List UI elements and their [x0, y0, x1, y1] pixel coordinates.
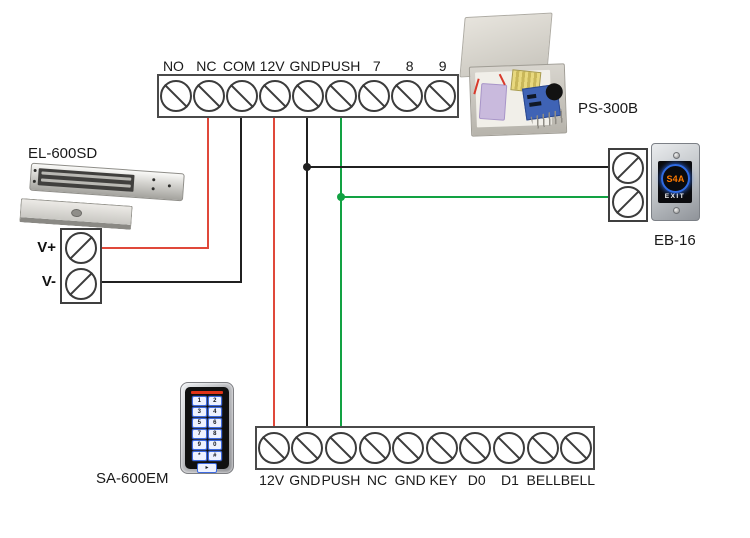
- screw-terminal: [257, 432, 290, 464]
- screw-terminal: [291, 432, 324, 464]
- exit-button-terminal-block: [608, 148, 648, 222]
- keypad-key: 3: [192, 407, 207, 417]
- screw-terminal: [492, 432, 525, 464]
- keypad-led-strip: [191, 391, 223, 394]
- keypad-bell-key: ▸: [197, 463, 217, 473]
- screw-terminal: [459, 432, 492, 464]
- lock-terminal-block: [60, 228, 102, 304]
- keypad-key: 0: [207, 440, 222, 450]
- power-supply-label: PS-300B: [578, 100, 639, 117]
- terminal-label-9: 9: [438, 58, 447, 74]
- terminal-label-nc: NC: [196, 58, 217, 74]
- terminal-label-d1: D1: [500, 472, 519, 488]
- keypad-keys: 1 2 3 4 5 6 7 8 9 0 * #: [192, 396, 222, 461]
- terminal-label-key: KEY: [429, 472, 458, 488]
- terminal-label-bell2: BELL: [560, 472, 596, 488]
- terminal-label-push: PUSH: [321, 58, 361, 74]
- screw-terminal: [325, 80, 358, 112]
- keypad-label: SA-600EM: [96, 470, 169, 487]
- keypad-key: #: [207, 451, 222, 461]
- wire-nc-to-vplus-horizontal: [96, 247, 209, 249]
- keypad-terminal-block: 12V GND PUSH NC GND KEY D0 D1 BELL BELL: [255, 426, 595, 489]
- keypad-key: *: [192, 451, 207, 461]
- keypad-key: 2: [207, 396, 222, 406]
- keypad-panel: 1 2 3 4 5 6 7 8 9 0 * # ▸: [185, 387, 229, 473]
- maglock-armature-plate: [19, 198, 133, 230]
- keypad-key: 9: [192, 440, 207, 450]
- screw-terminal: [425, 432, 458, 464]
- keypad-key: 6: [207, 418, 222, 428]
- screw-terminal: [526, 432, 559, 464]
- keypad-terminal-labels: 12V GND PUSH NC GND KEY D0 D1 BELL BELL: [255, 473, 595, 489]
- maglock-magnet-face: [37, 168, 135, 192]
- wire-gnd-vertical: [306, 114, 308, 432]
- screw-terminal: [612, 152, 644, 184]
- screw-terminal: [560, 432, 593, 464]
- keypad-key: 1: [192, 396, 207, 406]
- exit-button-image: S4A EXIT: [651, 143, 700, 221]
- keypad-key: 4: [207, 407, 222, 417]
- exit-button-brand: S4A: [666, 173, 685, 184]
- wire-push-to-exit-button: [340, 196, 616, 198]
- label-vplus: V+: [37, 239, 56, 256]
- screw-terminal: [159, 80, 192, 112]
- capacitor: [544, 82, 564, 102]
- keypad-key: 5: [192, 418, 207, 428]
- screw-terminal: [358, 432, 391, 464]
- wire-com-to-vminus-vertical: [240, 114, 242, 283]
- power-supply-box: [468, 63, 568, 137]
- junction-dot-gnd: [303, 163, 311, 171]
- terminal-label-no: NO: [162, 58, 184, 74]
- terminal-label-com: COM: [222, 58, 256, 74]
- screw-terminal: [391, 80, 424, 112]
- screw-terminal: [612, 186, 644, 218]
- screw-terminal: [192, 80, 225, 112]
- accessory-bag: [478, 83, 508, 121]
- terminal-label-7: 7: [372, 58, 381, 74]
- screw-terminal-vminus: [65, 268, 97, 300]
- wire-com-to-vminus-horizontal: [96, 281, 242, 283]
- maglock-body: [29, 162, 185, 202]
- keypad-terminal-strip: [255, 426, 595, 470]
- terminal-label-12v: 12V: [259, 58, 285, 74]
- controller-terminal-labels: NO NC COM 12V GND PUSH 7 8 9: [157, 57, 459, 73]
- screw-terminal: [392, 432, 425, 464]
- label-vminus: V-: [41, 273, 56, 290]
- maglock-label: EL-600SD: [28, 145, 98, 162]
- keypad-image: 1 2 3 4 5 6 7 8 9 0 * # ▸: [180, 382, 234, 474]
- terminal-label-gnd2: GND: [394, 472, 426, 488]
- screw-terminal: [258, 80, 291, 112]
- terminal-label-d0: D0: [467, 472, 486, 488]
- terminal-label-nc: NC: [366, 472, 388, 488]
- wire-gnd-to-exit-button: [306, 166, 616, 168]
- terminal-label-gnd: GND: [289, 472, 321, 488]
- terminal-label-gnd: GND: [289, 58, 321, 74]
- terminal-label-push: PUSH: [321, 472, 361, 488]
- screw-terminal-vplus: [65, 232, 97, 264]
- controller-terminal-block: NO NC COM 12V GND PUSH 7 8 9: [157, 57, 459, 118]
- controller-terminal-strip: [157, 74, 459, 118]
- keypad-key: 8: [207, 429, 222, 439]
- exit-button-touch-area: S4A EXIT: [658, 161, 692, 203]
- screw-icon: [673, 207, 680, 214]
- junction-dot-push: [337, 193, 345, 201]
- exit-button-label: EB-16: [654, 232, 696, 249]
- wire-12v-vertical: [273, 114, 275, 432]
- wire-nc-to-vplus-vertical: [207, 114, 209, 249]
- exit-button-ring: S4A: [661, 164, 690, 193]
- wire-push-vertical: [340, 114, 342, 432]
- screw-terminal: [358, 80, 391, 112]
- exit-button-text: EXIT: [664, 193, 686, 200]
- power-supply-image: [459, 12, 572, 137]
- keypad-key: 7: [192, 429, 207, 439]
- terminal-label-12v: 12V: [259, 472, 285, 488]
- screw-terminal: [225, 80, 258, 112]
- terminal-label-bell1: BELL: [526, 472, 561, 488]
- screw-terminal: [291, 80, 324, 112]
- terminal-label-8: 8: [405, 58, 414, 74]
- screw-icon: [673, 152, 680, 159]
- maglock-image: [12, 158, 192, 238]
- screw-terminal: [324, 432, 357, 464]
- screw-terminal: [424, 80, 457, 112]
